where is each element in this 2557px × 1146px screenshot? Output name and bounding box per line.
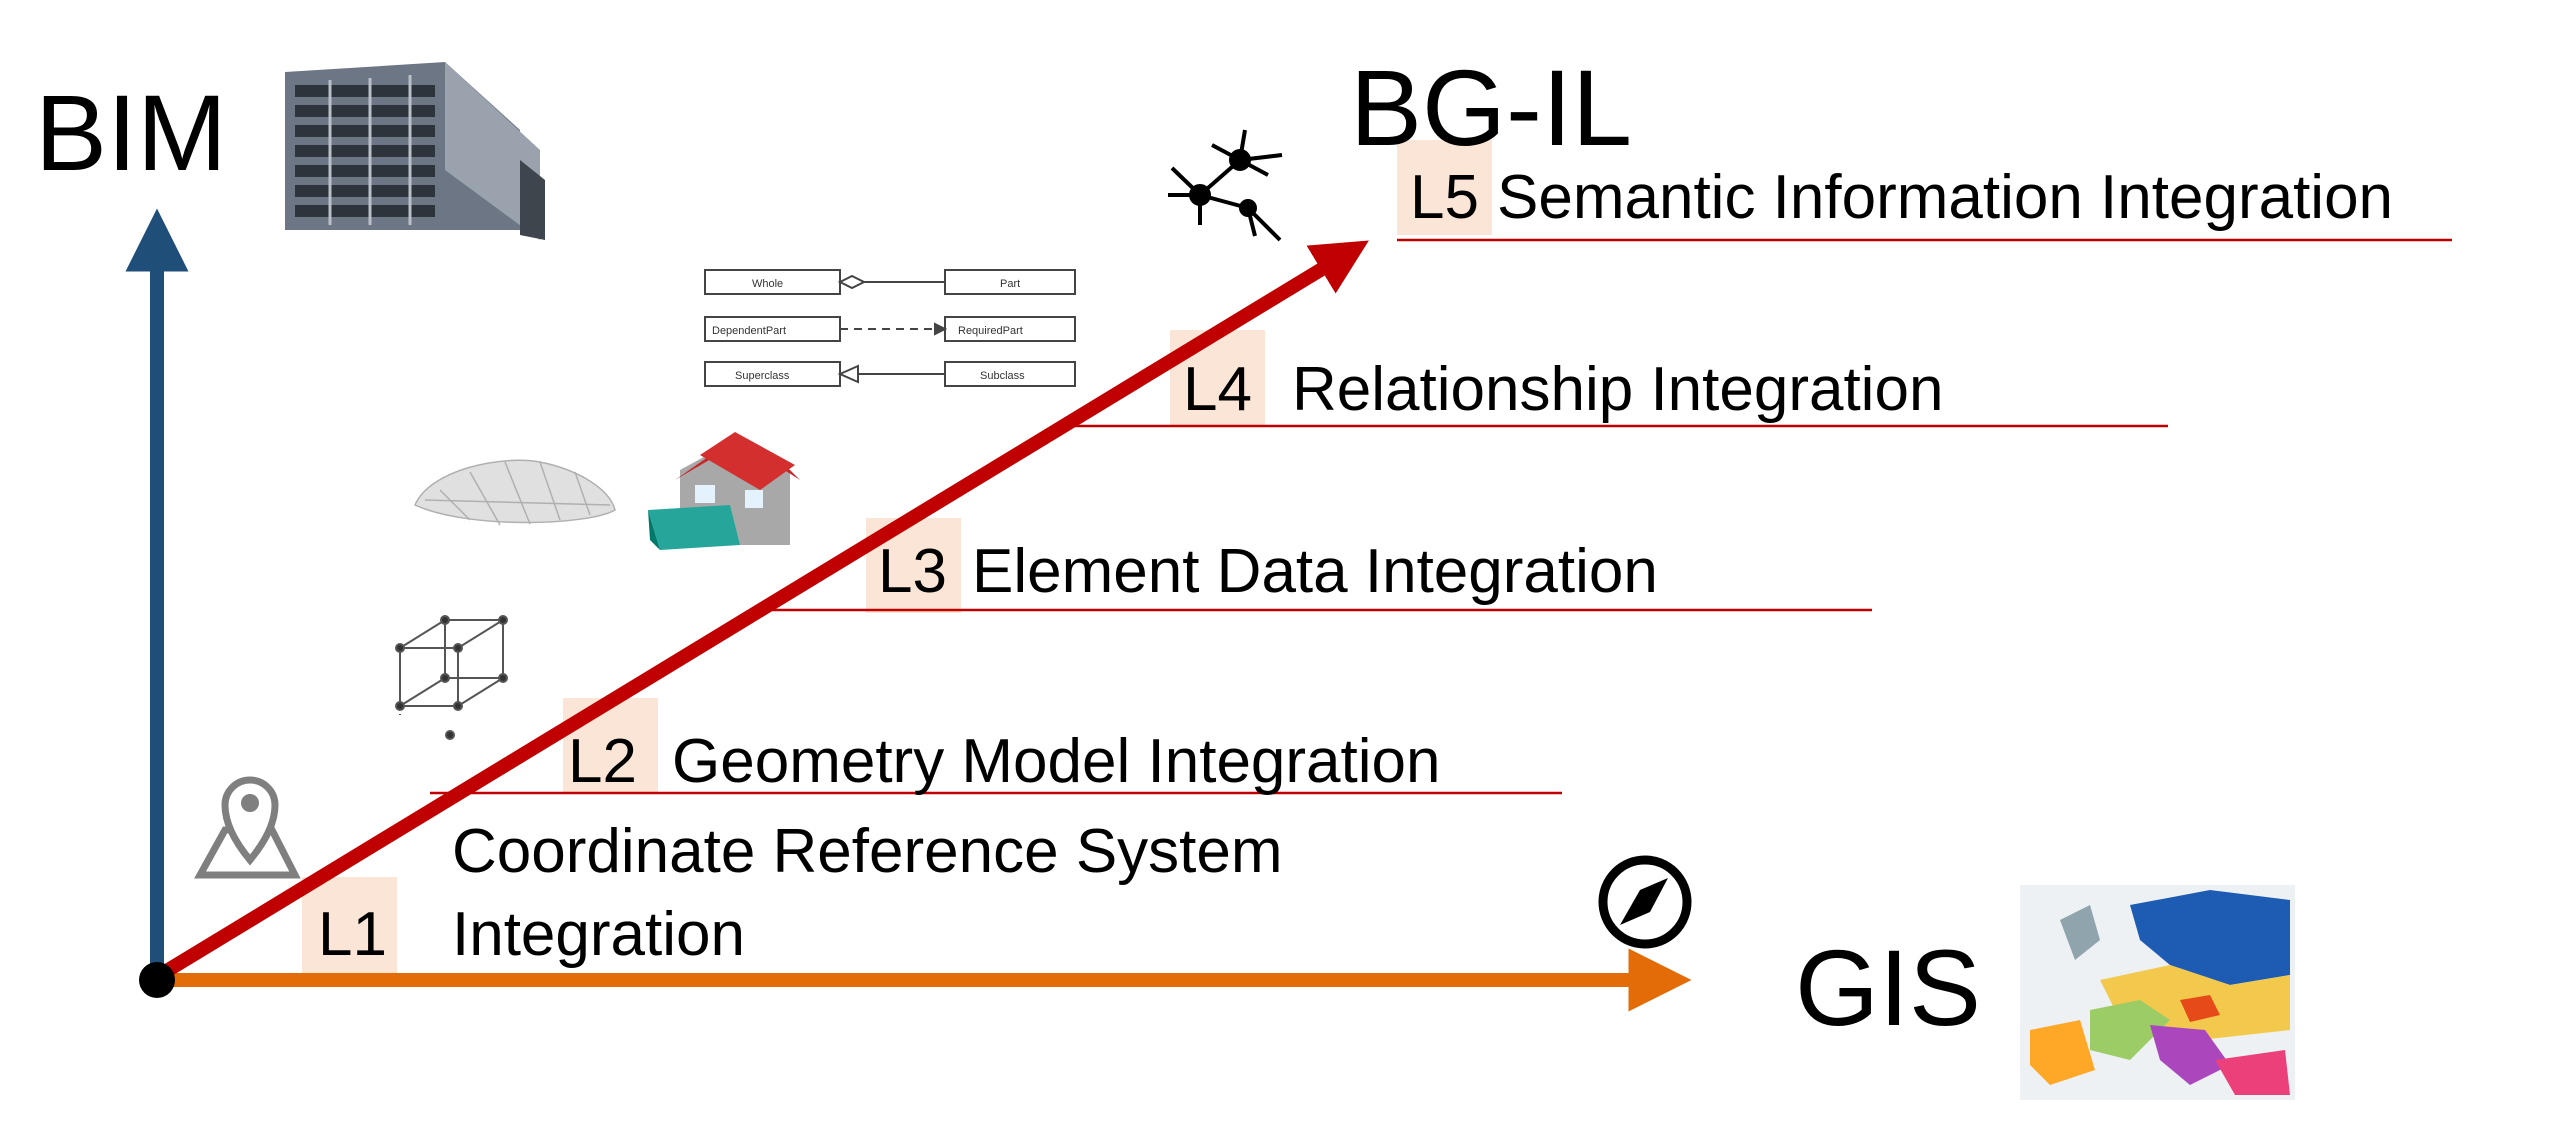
gis-axis-label: GIS	[1795, 927, 1981, 1048]
l3-code: L3	[878, 537, 947, 606]
l1-text-line2: Integration	[452, 900, 745, 969]
l2-text: Geometry Model Integration	[672, 727, 1441, 796]
l1-text-line1: Coordinate Reference System	[452, 817, 1283, 886]
compass-icon	[1598, 855, 1692, 949]
uml-part: Part	[1000, 278, 1020, 290]
l3-text: Element Data Integration	[972, 537, 1658, 606]
semantic-network-icon	[1168, 129, 1283, 242]
bg-il-diagonal-arrow	[156, 240, 1369, 981]
origin-dot	[139, 962, 175, 998]
europe-map-icon	[2020, 885, 2295, 1100]
house-3d-icon	[648, 432, 800, 550]
building-icon	[285, 62, 545, 240]
l1-code: L1	[318, 900, 387, 969]
uml-whole: Whole	[752, 278, 783, 290]
l5-code: L5	[1410, 163, 1479, 232]
l1-highlight	[302, 877, 397, 973]
wireframe-cube-icon	[395, 615, 508, 740]
l2-code: L2	[568, 727, 637, 796]
bg-il-label: BG-IL	[1350, 47, 1632, 168]
uml-dependent-part: DependentPart	[712, 325, 786, 337]
bim-axis-label: BIM	[35, 72, 227, 193]
uml-required-part: RequiredPart	[958, 325, 1023, 337]
uml-superclass: Superclass	[735, 370, 790, 382]
mesh-surface-icon	[414, 459, 616, 526]
l5-highlight	[1397, 140, 1492, 235]
uml-relationship-icon: Whole Part DependentPart RequiredPart Su…	[704, 269, 1076, 387]
uml-subclass: Subclass	[980, 370, 1025, 382]
location-pin-icon	[194, 776, 301, 879]
l4-code: L4	[1183, 355, 1252, 424]
l4-text: Relationship Integration	[1292, 355, 1943, 424]
l5-text: Semantic Information Integration	[1497, 163, 2393, 232]
